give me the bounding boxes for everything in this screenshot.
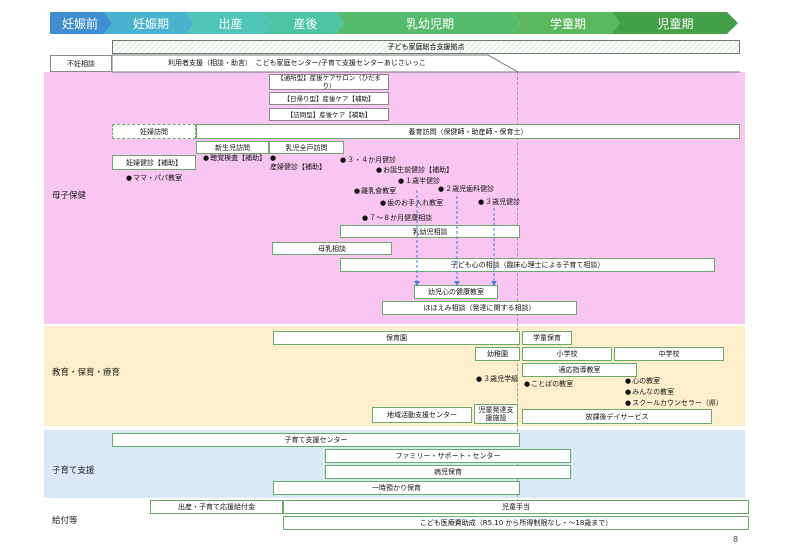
stage-label-6: 児童期 bbox=[657, 16, 694, 31]
section-kyufu: 給付等 bbox=[52, 516, 78, 526]
ichiji-azukari: 一時預かり保育 bbox=[273, 481, 520, 495]
shussan-kyufu: 出産・子育て応援給付金 bbox=[150, 500, 283, 514]
stage-label-2: 出産 bbox=[218, 16, 243, 31]
sango-homon: 【訪問型】産後ケア【補助】 bbox=[269, 108, 389, 121]
stage-label-5: 学童期 bbox=[549, 16, 586, 31]
funin-soudan: 不妊相談 bbox=[50, 55, 112, 72]
sanpu-kenshin: 産婦健診【補助】 bbox=[270, 154, 330, 172]
kotoba-kyoshitsu: ことばの教室 bbox=[524, 380, 573, 389]
sango-higaeri: 【日帰り型】産後ケア【補助】 bbox=[269, 92, 389, 105]
ninpu-kenshin: 妊婦健診【補助】 bbox=[112, 155, 196, 170]
tekio-shido: 適応指導教室 bbox=[522, 363, 637, 377]
yoiku-homon: 養育訪問（保健師・助産師・保育士） bbox=[196, 124, 740, 139]
stage-label-1: 妊娠期 bbox=[132, 16, 169, 31]
yoji-kokoro-kyoshitsu: 幼児心の健康教室 bbox=[414, 285, 498, 299]
stage-chevron-4 bbox=[336, 12, 520, 34]
stage-chevron-1 bbox=[104, 12, 194, 34]
family-support: ファミリー・サポート・センター bbox=[325, 449, 571, 463]
hub-bar: 子ども家庭総合支援拠点 bbox=[112, 40, 740, 54]
stage-chevron-2 bbox=[186, 12, 271, 34]
kenshin-3-4: ３・４か月健診 bbox=[340, 156, 396, 165]
chiiki-katsudo: 地域活動支援センター bbox=[372, 407, 472, 423]
kenshin-1-5: １歳半健診 bbox=[398, 177, 440, 186]
kokoro-kyoshitsu: 心の教室 bbox=[625, 377, 660, 386]
riyousha-shape bbox=[111, 54, 740, 73]
byoji-hoiku: 病児保育 bbox=[325, 465, 571, 479]
bonyu-soudan: 母乳相談 bbox=[272, 242, 392, 255]
kenko-soudan-7-8: ７～８か月健康相談 bbox=[362, 214, 432, 223]
sai3-gakkyu: ３歳児学級 bbox=[476, 375, 518, 384]
otanjo-kenshin: お誕生前健診【補助】 bbox=[376, 166, 453, 175]
band-boshi bbox=[44, 72, 745, 324]
riyousha-label: 利用者支援（相談・助言） こども家庭センター/子育て支援センターあじさいっこ bbox=[168, 59, 426, 67]
section-boshi: 母子保健 bbox=[52, 191, 87, 201]
sango-tsusho: 【通所型】産後ケアサロン（ひだまり） bbox=[269, 74, 389, 90]
shogakko: 小学校 bbox=[522, 347, 612, 361]
kodomo-iryohi: こども医療費助成（R5.10 から所得制限なし・～18歳まで） bbox=[283, 516, 749, 530]
hoikuen: 保育園 bbox=[273, 331, 520, 345]
kodomo-kokoro-soudan: 子ども心の相談（臨床心理士による子育て相談） bbox=[340, 258, 715, 272]
stage-chevron-0 bbox=[50, 12, 112, 34]
page-number: 8 bbox=[733, 535, 739, 544]
minna-kyoshitsu: みんなの教室 bbox=[625, 388, 674, 397]
kosodate-shien-center: 子育て支援センター bbox=[112, 433, 520, 447]
section-kyoiku: 教育・保育・療育 bbox=[52, 368, 121, 378]
kenshin-3: ３歳児健診 bbox=[478, 198, 520, 207]
school-counselor: スクールカウンセラー（県） bbox=[625, 399, 723, 408]
gakudo-hoiku: 学童保育 bbox=[522, 331, 572, 345]
yochien: 幼稚園 bbox=[475, 347, 520, 361]
stage-label-0: 妊娠前 bbox=[61, 16, 98, 31]
nyuyoji-soudan: 乳幼児相談 bbox=[340, 225, 520, 238]
referral-arrows bbox=[414, 190, 497, 286]
ninpu-homon: 妊婦訪問 bbox=[112, 124, 196, 139]
chokaku-kensa: 聴覚検査【補助】 bbox=[203, 154, 269, 163]
stage-header bbox=[50, 12, 738, 34]
ha-oteire: 歯のお手入れ教室 bbox=[380, 199, 443, 208]
rinyu-kyoshitsu: 離乳食教室 bbox=[354, 187, 396, 196]
hokago-day: 放課後デイサービス bbox=[522, 409, 712, 424]
jido-hattatsu: 児童発達支援施設 bbox=[474, 404, 518, 424]
stage-chevron-6 bbox=[612, 12, 738, 34]
stage-label-3: 産後 bbox=[293, 16, 318, 31]
hohoemi-soudan: ほほえみ相談（発達に関する相談） bbox=[382, 301, 577, 315]
mama-papa-kyoshitsu: ママ・パパ教室 bbox=[126, 174, 182, 183]
school-entry-line bbox=[517, 72, 518, 502]
section-kosodate: 子育て支援 bbox=[52, 466, 95, 476]
jido-teate: 児童手当 bbox=[283, 500, 749, 514]
stage-chevron-3 bbox=[263, 12, 344, 34]
stage-label-4: 乳幼児期 bbox=[405, 16, 454, 31]
stage-chevron-5 bbox=[512, 12, 620, 34]
chugakko: 中学校 bbox=[614, 347, 724, 361]
shika-kenshin-2: ２歳児歯科健診 bbox=[438, 185, 494, 194]
